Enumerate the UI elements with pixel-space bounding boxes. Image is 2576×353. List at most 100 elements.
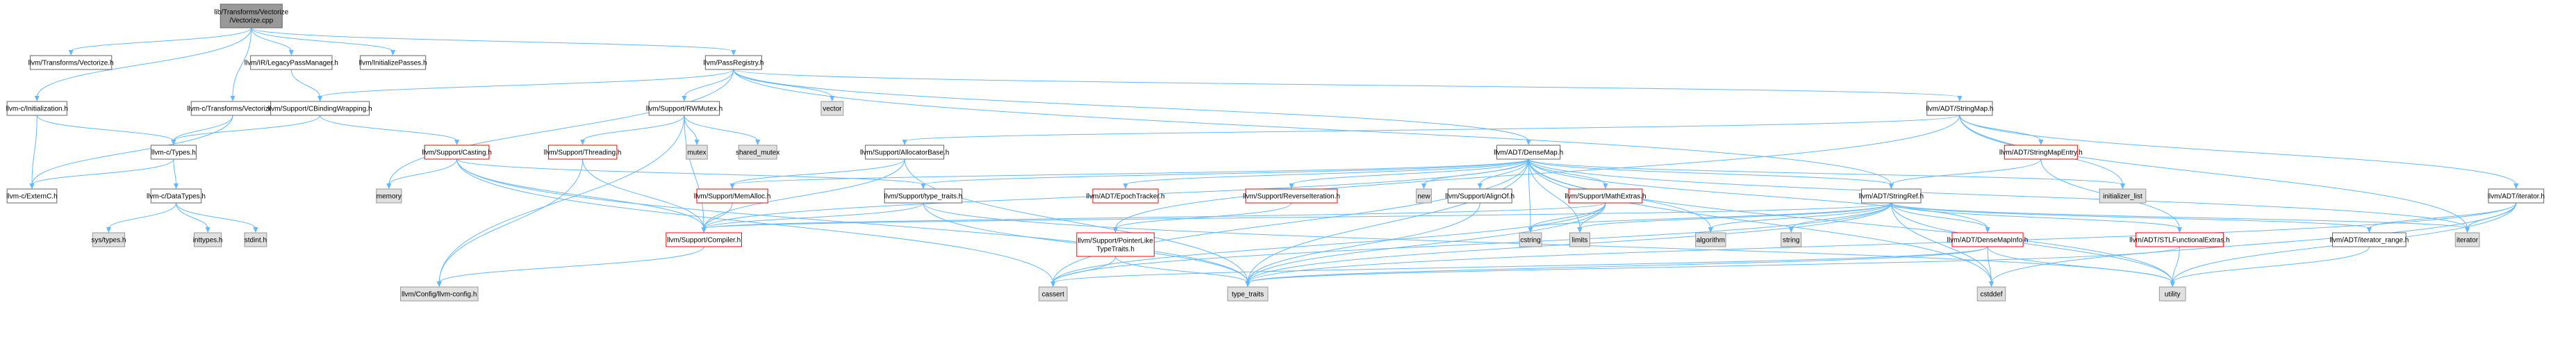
node-box <box>1569 232 1591 247</box>
arrowhead-icon <box>2170 281 2175 287</box>
edge-densemap-to-memalloc <box>732 158 1529 186</box>
node-cstring[interactable]: cstring <box>1519 232 1542 247</box>
node-inttypes[interactable]: inttypes.h <box>193 232 223 247</box>
edge-root-to-initpasses <box>251 27 394 52</box>
node-label: llvm/Support/MathExtras.h <box>1564 193 1646 201</box>
node-iterrange[interactable]: llvm/ADT/iterator_range.h <box>2329 232 2409 247</box>
node-initpasses[interactable]: llvm/InitializePasses.h <box>359 55 427 70</box>
node-box <box>2004 145 2078 160</box>
arrowhead-icon <box>1988 281 1994 287</box>
node-threading[interactable]: llvm/Support/Threading.h <box>544 145 622 160</box>
node-box <box>1951 232 2024 247</box>
edge-ptrlike-to-typetraits <box>1115 256 1248 284</box>
node-box <box>29 55 113 70</box>
node-utility[interactable]: utility <box>2158 286 2186 302</box>
node-mutex[interactable]: mutex <box>686 145 708 160</box>
node-allocbase[interactable]: llvm/Support/AllocatorBase.h <box>860 145 949 160</box>
node-root[interactable]: lib/Transforms/Vectorize/Vectorize.cpp <box>214 3 289 28</box>
node-iterator[interactable]: llvm/ADT/iterator.h <box>2488 188 2545 204</box>
node-box <box>2158 286 2186 302</box>
node-systypes[interactable]: sys/types.h <box>91 232 126 247</box>
node-box <box>194 232 222 247</box>
edge-passreg-to-rwmutex <box>684 69 734 98</box>
edge-stringmap-to-iteratorsys <box>1959 115 2468 229</box>
node-lpm[interactable]: llvm/IR/LegacyPassManager.h <box>245 55 338 70</box>
edge-passreg-to-memory <box>388 69 734 186</box>
node-cdatatypes[interactable]: llvm-c/DataTypes.h <box>147 188 206 204</box>
node-box <box>2488 188 2545 204</box>
edge-stringref-to-utility <box>1890 202 2173 284</box>
node-ctvec[interactable]: llvm-c/Transforms/Vectorize.h <box>187 101 279 116</box>
node-compiler[interactable]: llvm/Support/Compiler.h <box>666 232 742 247</box>
edge-stringref-to-string <box>1790 202 1892 229</box>
node-alignof[interactable]: llvm/Support/AlignOf.h <box>1446 188 1515 204</box>
node-label: llvm/ADT/StringMapEntry.h <box>1999 149 2083 157</box>
node-string[interactable]: string <box>1781 232 1802 247</box>
edge-densemap-to-cstring <box>1528 158 1531 229</box>
edge-cdatatypes-to-inttypes <box>175 202 208 229</box>
node-typetraitsh[interactable]: llvm/Support/type_traits.h <box>884 188 963 204</box>
edge-cdatatypes-to-stdint <box>175 202 256 229</box>
arrowhead-icon <box>288 50 294 56</box>
node-new[interactable]: new <box>1416 188 1432 204</box>
node-label: cstring <box>1520 237 1540 245</box>
node-limits[interactable]: limits <box>1569 232 1591 247</box>
node-ctypes[interactable]: llvm-c/Types.h <box>150 145 197 160</box>
edge-iterator-to-typetraits <box>1247 202 2517 284</box>
arrowhead-icon <box>1708 227 1713 233</box>
node-cstddef[interactable]: cstddef <box>1976 286 2006 302</box>
node-densemapinfo[interactable]: llvm/ADT/DenseMapInfo.h <box>1947 232 2029 247</box>
node-casting[interactable]: llvm/Support/Casting.h <box>422 145 492 160</box>
arrowhead-icon <box>1245 281 1250 287</box>
node-cbw[interactable]: llvm/Support/CBindingWrapping.h <box>268 101 372 116</box>
node-passreg[interactable]: llvm/PassRegistry.h <box>703 55 763 70</box>
edge-cinit-to-ctypes <box>36 115 174 142</box>
node-box <box>270 101 370 116</box>
node-box <box>1861 188 1922 204</box>
edge-rwmutex-to-sharedmutex <box>684 115 759 142</box>
node-box <box>547 145 618 160</box>
node-initlist[interactable]: initializer_list <box>2099 188 2147 204</box>
node-memalloc[interactable]: llvm/Support/MemAlloc.h <box>694 188 771 204</box>
node-stringref[interactable]: llvm/ADT/StringRef.h <box>1859 188 1924 204</box>
node-label: llvm/Support/Casting.h <box>422 149 492 157</box>
node-iteratorsys[interactable]: iterator <box>2454 232 2480 247</box>
node-memory[interactable]: memory <box>376 188 402 204</box>
node-box <box>424 145 490 160</box>
node-stdint[interactable]: stdint.h <box>244 232 267 247</box>
node-cassert[interactable]: cassert <box>1039 286 1068 302</box>
node-stringmap[interactable]: llvm/ADT/StringMap.h <box>1926 101 1993 116</box>
edge-stringref-to-iteratorsys <box>1890 202 2468 229</box>
edge-passreg-to-vector <box>733 69 833 98</box>
edge-stringref-to-cassert <box>1052 202 1892 284</box>
node-box <box>360 55 427 70</box>
edge-mathextras-to-typetraits <box>1247 202 1606 284</box>
edge-lpm-to-cbw <box>290 69 321 98</box>
node-epoch[interactable]: llvm/ADT/EpochTracker.h <box>1087 188 1165 204</box>
node-vector[interactable]: vector <box>820 101 844 116</box>
node-reverseiter[interactable]: llvm/Support/ReverseIteration.h <box>1243 188 1340 204</box>
edge-mathextras-to-compiler <box>703 202 1606 229</box>
edge-ctvec-to-ctypes <box>173 115 233 142</box>
edge-stringmap-to-iterator <box>1959 115 2517 186</box>
node-stlfunc[interactable]: llvm/ADT/STLFunctionalExtras.h <box>2129 232 2230 247</box>
edge-memalloc-to-compiler <box>703 202 733 229</box>
node-box <box>666 232 742 247</box>
node-cinit[interactable]: llvm-c/Initialization.h <box>6 101 68 116</box>
node-sharedmutex[interactable]: shared_mutex <box>736 145 779 160</box>
dependency-edges <box>29 27 2519 287</box>
node-smentry[interactable]: llvm/ADT/StringMapEntry.h <box>1999 145 2083 160</box>
node-tvec[interactable]: llvm/Transforms/Vectorize.h <box>28 55 114 70</box>
node-mathextras[interactable]: llvm/Support/MathExtras.h <box>1564 188 1646 204</box>
node-cextc[interactable]: llvm-c/ExternC.h <box>6 188 58 204</box>
node-typetraits[interactable]: type_traits <box>1227 286 1269 302</box>
node-llvmconfig[interactable]: llvm/Config/llvm-config.h <box>399 286 479 302</box>
node-algorithm[interactable]: algorithm <box>1695 232 1726 247</box>
node-rwmutex[interactable]: llvm/Support/RWMutex.h <box>646 101 723 116</box>
node-densemap[interactable]: llvm/ADT/DenseMap.h <box>1494 145 1563 160</box>
node-label: llvm/Support/type_traits.h <box>884 193 963 201</box>
node-label: inttypes.h <box>193 237 223 245</box>
arrowhead-icon <box>106 227 111 233</box>
arrowhead-icon <box>701 227 707 233</box>
